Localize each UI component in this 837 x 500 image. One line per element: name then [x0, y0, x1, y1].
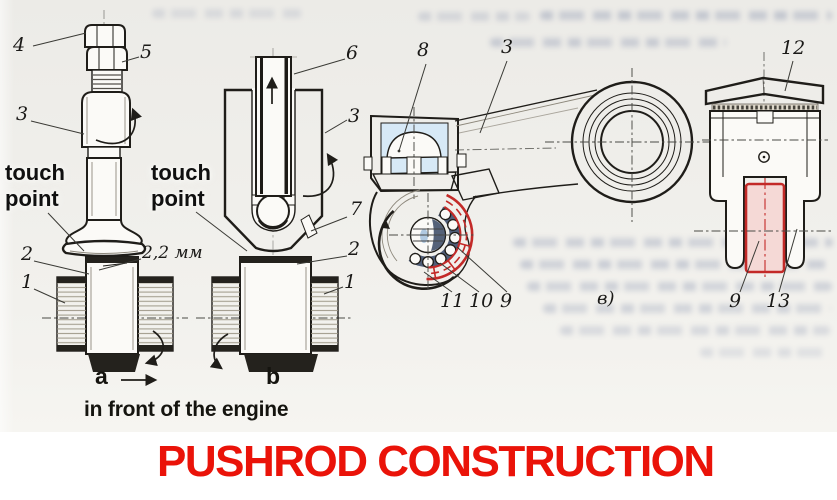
oil-slot — [300, 214, 318, 239]
bleedthrough-text — [700, 348, 830, 357]
adjusting-nut — [86, 46, 128, 71]
part-label-7: 7 — [350, 198, 363, 220]
figure-letter-b: b — [266, 363, 281, 389]
figure-b-tappet — [211, 256, 339, 372]
screw-stem — [86, 157, 122, 221]
figure-b-leader-lines — [195, 58, 348, 295]
tappet-flange-right — [137, 276, 174, 352]
part-label-10: 10 — [469, 290, 494, 312]
part-label-9: 9 — [500, 290, 513, 312]
figure-side-leader-lines — [739, 60, 798, 293]
part-label-2: 2 — [21, 243, 34, 265]
bleedthrough-text — [520, 260, 832, 269]
figure-v-leader-lines — [397, 60, 508, 293]
orientation-caption: in front of the engine — [84, 398, 289, 421]
tappet-base — [244, 354, 318, 372]
side-tab — [363, 156, 373, 171]
bleedthrough-text — [540, 11, 832, 20]
figure-v-rocker-arm — [363, 60, 710, 293]
figure-letter-a: a — [95, 363, 108, 389]
outer-race-arc — [377, 209, 455, 291]
figure-letter-v: в) — [597, 288, 615, 309]
touch-point-annotation-left: touch point — [5, 160, 65, 211]
pushrod-socket-cup — [363, 107, 467, 199]
figure-b-section-view — [195, 48, 352, 372]
diagram-labels: 4 5 3 2 1 2,2 мм touch point touch point… — [5, 34, 806, 421]
touch-point-annotation-right: touch point — [151, 160, 211, 211]
bleedthrough-text — [513, 238, 833, 247]
rotation-arrow — [302, 152, 339, 197]
title-band — [0, 432, 837, 500]
rotation-arrow — [95, 107, 142, 145]
part-label-12: 12 — [781, 37, 806, 59]
pushrod-diagram-canvas — [30, 10, 833, 386]
fork-body — [709, 110, 821, 270]
contour-arrowhead — [383, 220, 390, 229]
roller-boss — [368, 168, 500, 291]
part-label-13: 13 — [766, 290, 791, 312]
tappet-base — [88, 354, 140, 372]
locknut — [84, 24, 126, 48]
tappet-rotation-arrow — [144, 330, 164, 366]
center-notch — [756, 110, 774, 124]
part-label-3: 3 — [501, 36, 514, 58]
page-title: PUSHROD CONSTRUCTION — [157, 437, 715, 486]
part-label-1: 1 — [344, 271, 357, 293]
bleedthrough-text — [527, 282, 832, 291]
side-tab — [456, 153, 467, 168]
bleedthrough-text — [418, 12, 530, 21]
part-label-9: 9 — [729, 290, 742, 312]
needle-bearings — [409, 208, 461, 268]
part-label-6: 6 — [346, 42, 359, 64]
rocker-shaft-boss-rings — [545, 68, 710, 222]
figure-a-adjusting-screw — [30, 10, 188, 386]
gap-dimension-label: 2,2 мм — [142, 243, 203, 263]
part-label-8: 8 — [417, 39, 430, 61]
tappet-rotation-arrow — [209, 333, 229, 370]
screw-body — [81, 91, 131, 221]
rocker-arm-beam — [454, 89, 598, 198]
roller-race-red-arcs — [426, 193, 474, 281]
part-label-2: 2 — [348, 238, 361, 260]
part-label-3: 3 — [16, 103, 29, 125]
part-label-11: 11 — [440, 290, 465, 312]
ball-contact-shadow — [257, 219, 289, 230]
bleedthrough-text — [543, 304, 831, 313]
figure-a-tappet — [56, 256, 174, 372]
part-label-4: 4 — [13, 34, 26, 56]
figure-side-roller-end — [694, 52, 833, 293]
figure-a-leader-lines — [30, 32, 142, 304]
valve-pad — [704, 76, 825, 106]
bleedthrough-text — [560, 326, 830, 335]
part-label-5: 5 — [140, 41, 153, 63]
tappet-flange-left — [56, 276, 87, 352]
bleedthrough-text — [490, 38, 726, 47]
tappet-flange-left — [211, 276, 241, 352]
part-label-1: 1 — [21, 271, 34, 293]
screw-foot — [61, 219, 147, 258]
part-label-3: 3 — [348, 105, 361, 127]
bleedthrough-text — [152, 9, 302, 18]
tappet-flange-right — [310, 276, 339, 352]
